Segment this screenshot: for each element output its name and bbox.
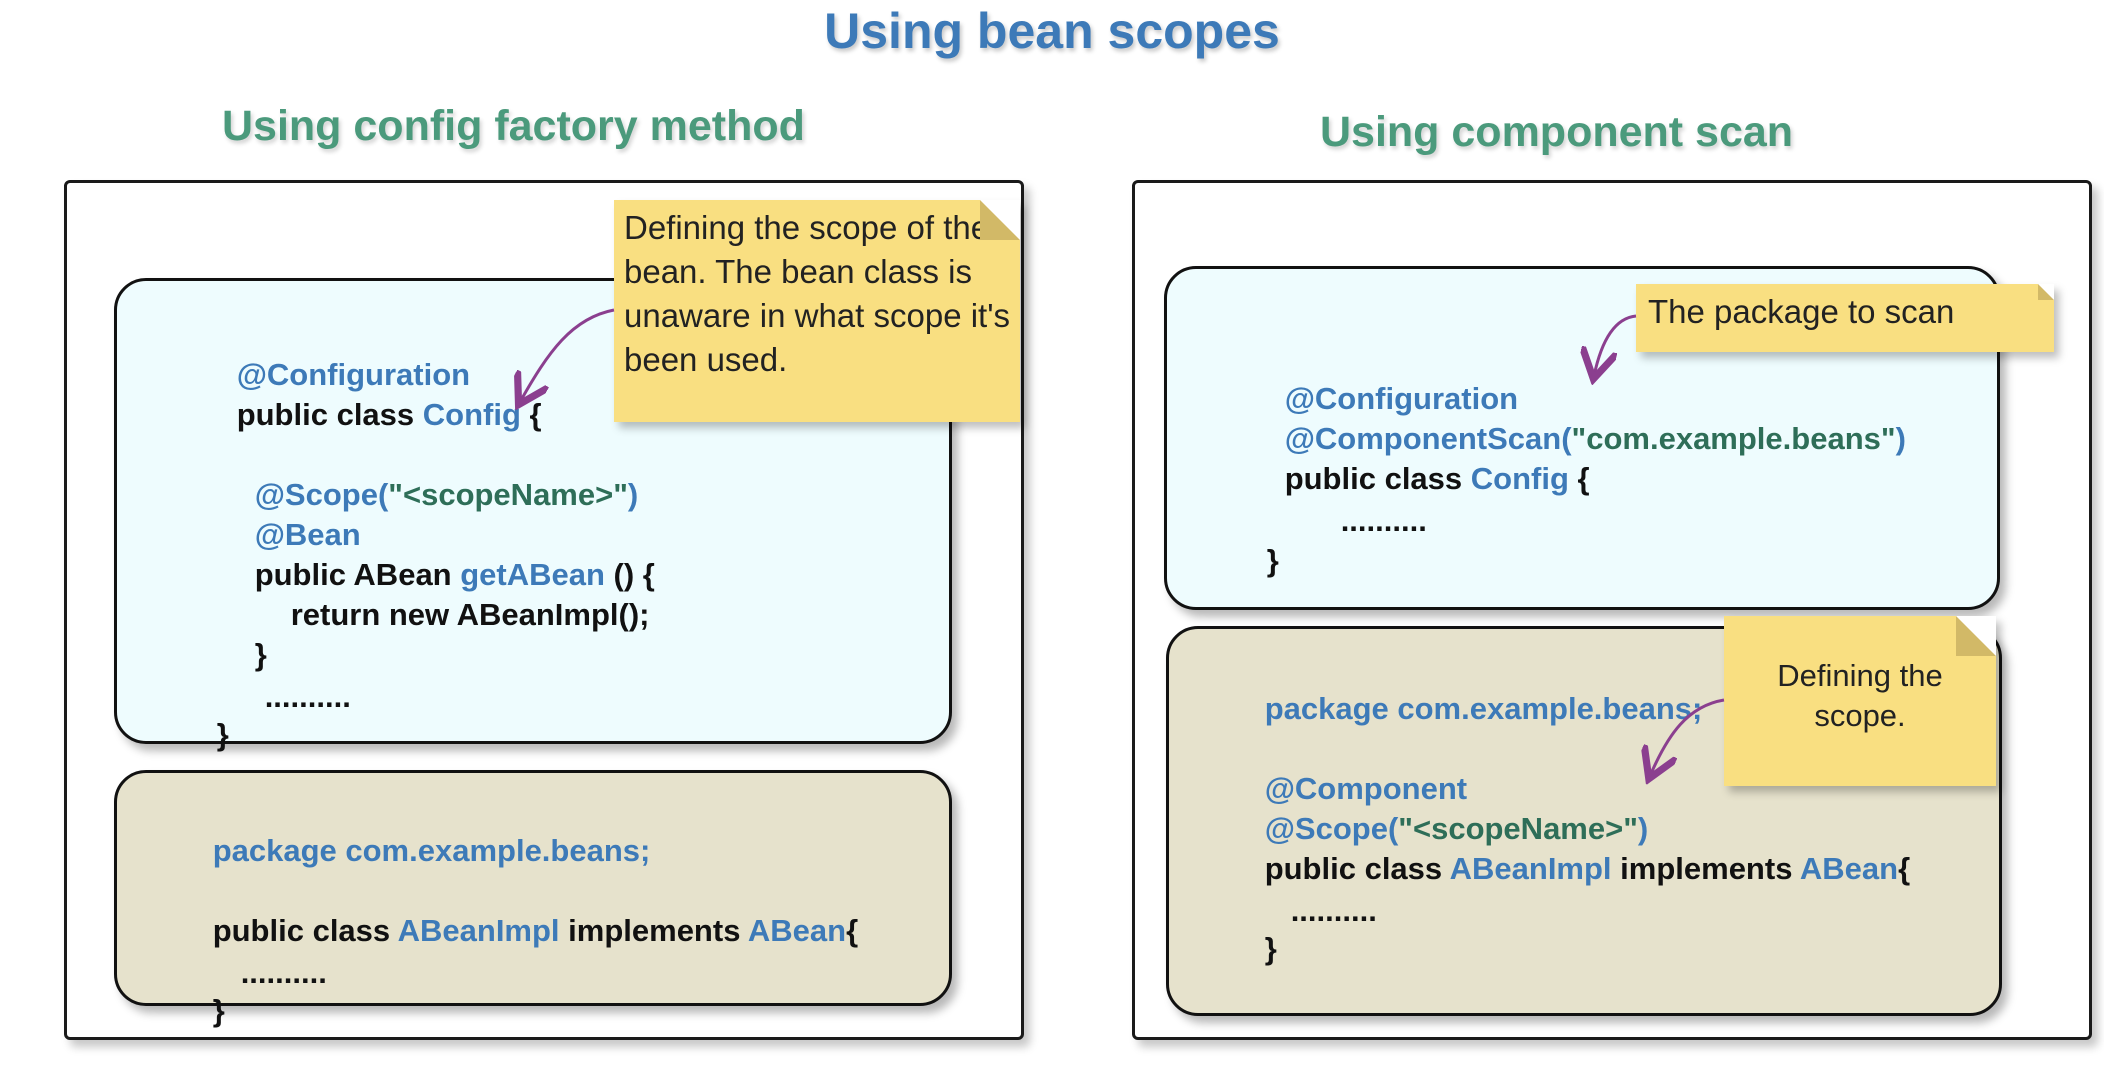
code-line: ..........: [1340, 503, 1427, 538]
right-heading: Using component scan: [1320, 108, 1794, 156]
left-heading: Using config factory method: [222, 102, 805, 150]
code-line: return new ABeanImpl();: [290, 597, 650, 632]
code-line: @Bean: [254, 517, 361, 552]
note-fold: [980, 200, 1020, 240]
code-line: }: [1264, 931, 1277, 966]
code-line: public class Config {: [236, 397, 542, 432]
code-line: @Scope("<scopeName>"): [1264, 811, 1649, 846]
component-scope-note-text: Defining the scope.: [1777, 658, 1943, 733]
scope-note: Defining the scope of the bean. The bean…: [614, 200, 1020, 422]
package-note-text: The package to scan: [1648, 293, 1955, 330]
package-note: The package to scan: [1636, 284, 2054, 352]
package-note-arrow: [1594, 314, 1637, 376]
diagram-title: Using bean scopes: [824, 3, 1280, 59]
scope-note-arrow: [520, 308, 615, 402]
code-line: @Configuration: [1284, 381, 1519, 416]
code-line: ..........: [1290, 893, 1377, 928]
note-fold: [1956, 616, 1996, 656]
note-fold: [2038, 284, 2054, 300]
code-line: package com.example.beans;: [1264, 691, 1703, 726]
code-line: package com.example.beans;: [212, 833, 651, 868]
code-line: }: [212, 993, 225, 1028]
code-line: @Component: [1264, 771, 1468, 806]
code-line: }: [254, 637, 267, 672]
code-line: @ComponentScan("com.example.beans"): [1284, 421, 1906, 456]
code-line: public class ABeanImpl implements ABean{: [1264, 851, 1911, 886]
scope-note-text: Defining the scope of the bean. The bean…: [624, 209, 1011, 378]
left-bean-box: package com.example.beans; public class …: [114, 770, 952, 1028]
code-line: public ABean getABean () {: [254, 557, 655, 592]
code-line: ..........: [240, 955, 327, 990]
component-scope-note: Defining the scope.: [1724, 616, 1996, 786]
code-line: ..........: [264, 679, 351, 714]
code-line: public class ABeanImpl implements ABean{: [212, 913, 859, 948]
component-scope-note-arrow: [1650, 698, 1725, 776]
code-line: }: [1266, 543, 1279, 578]
code-line: @Scope("<scopeName>"): [254, 477, 639, 512]
code-line: @Configuration: [236, 357, 471, 392]
code-line: }: [216, 717, 229, 752]
code-line: public class Config {: [1284, 461, 1590, 496]
